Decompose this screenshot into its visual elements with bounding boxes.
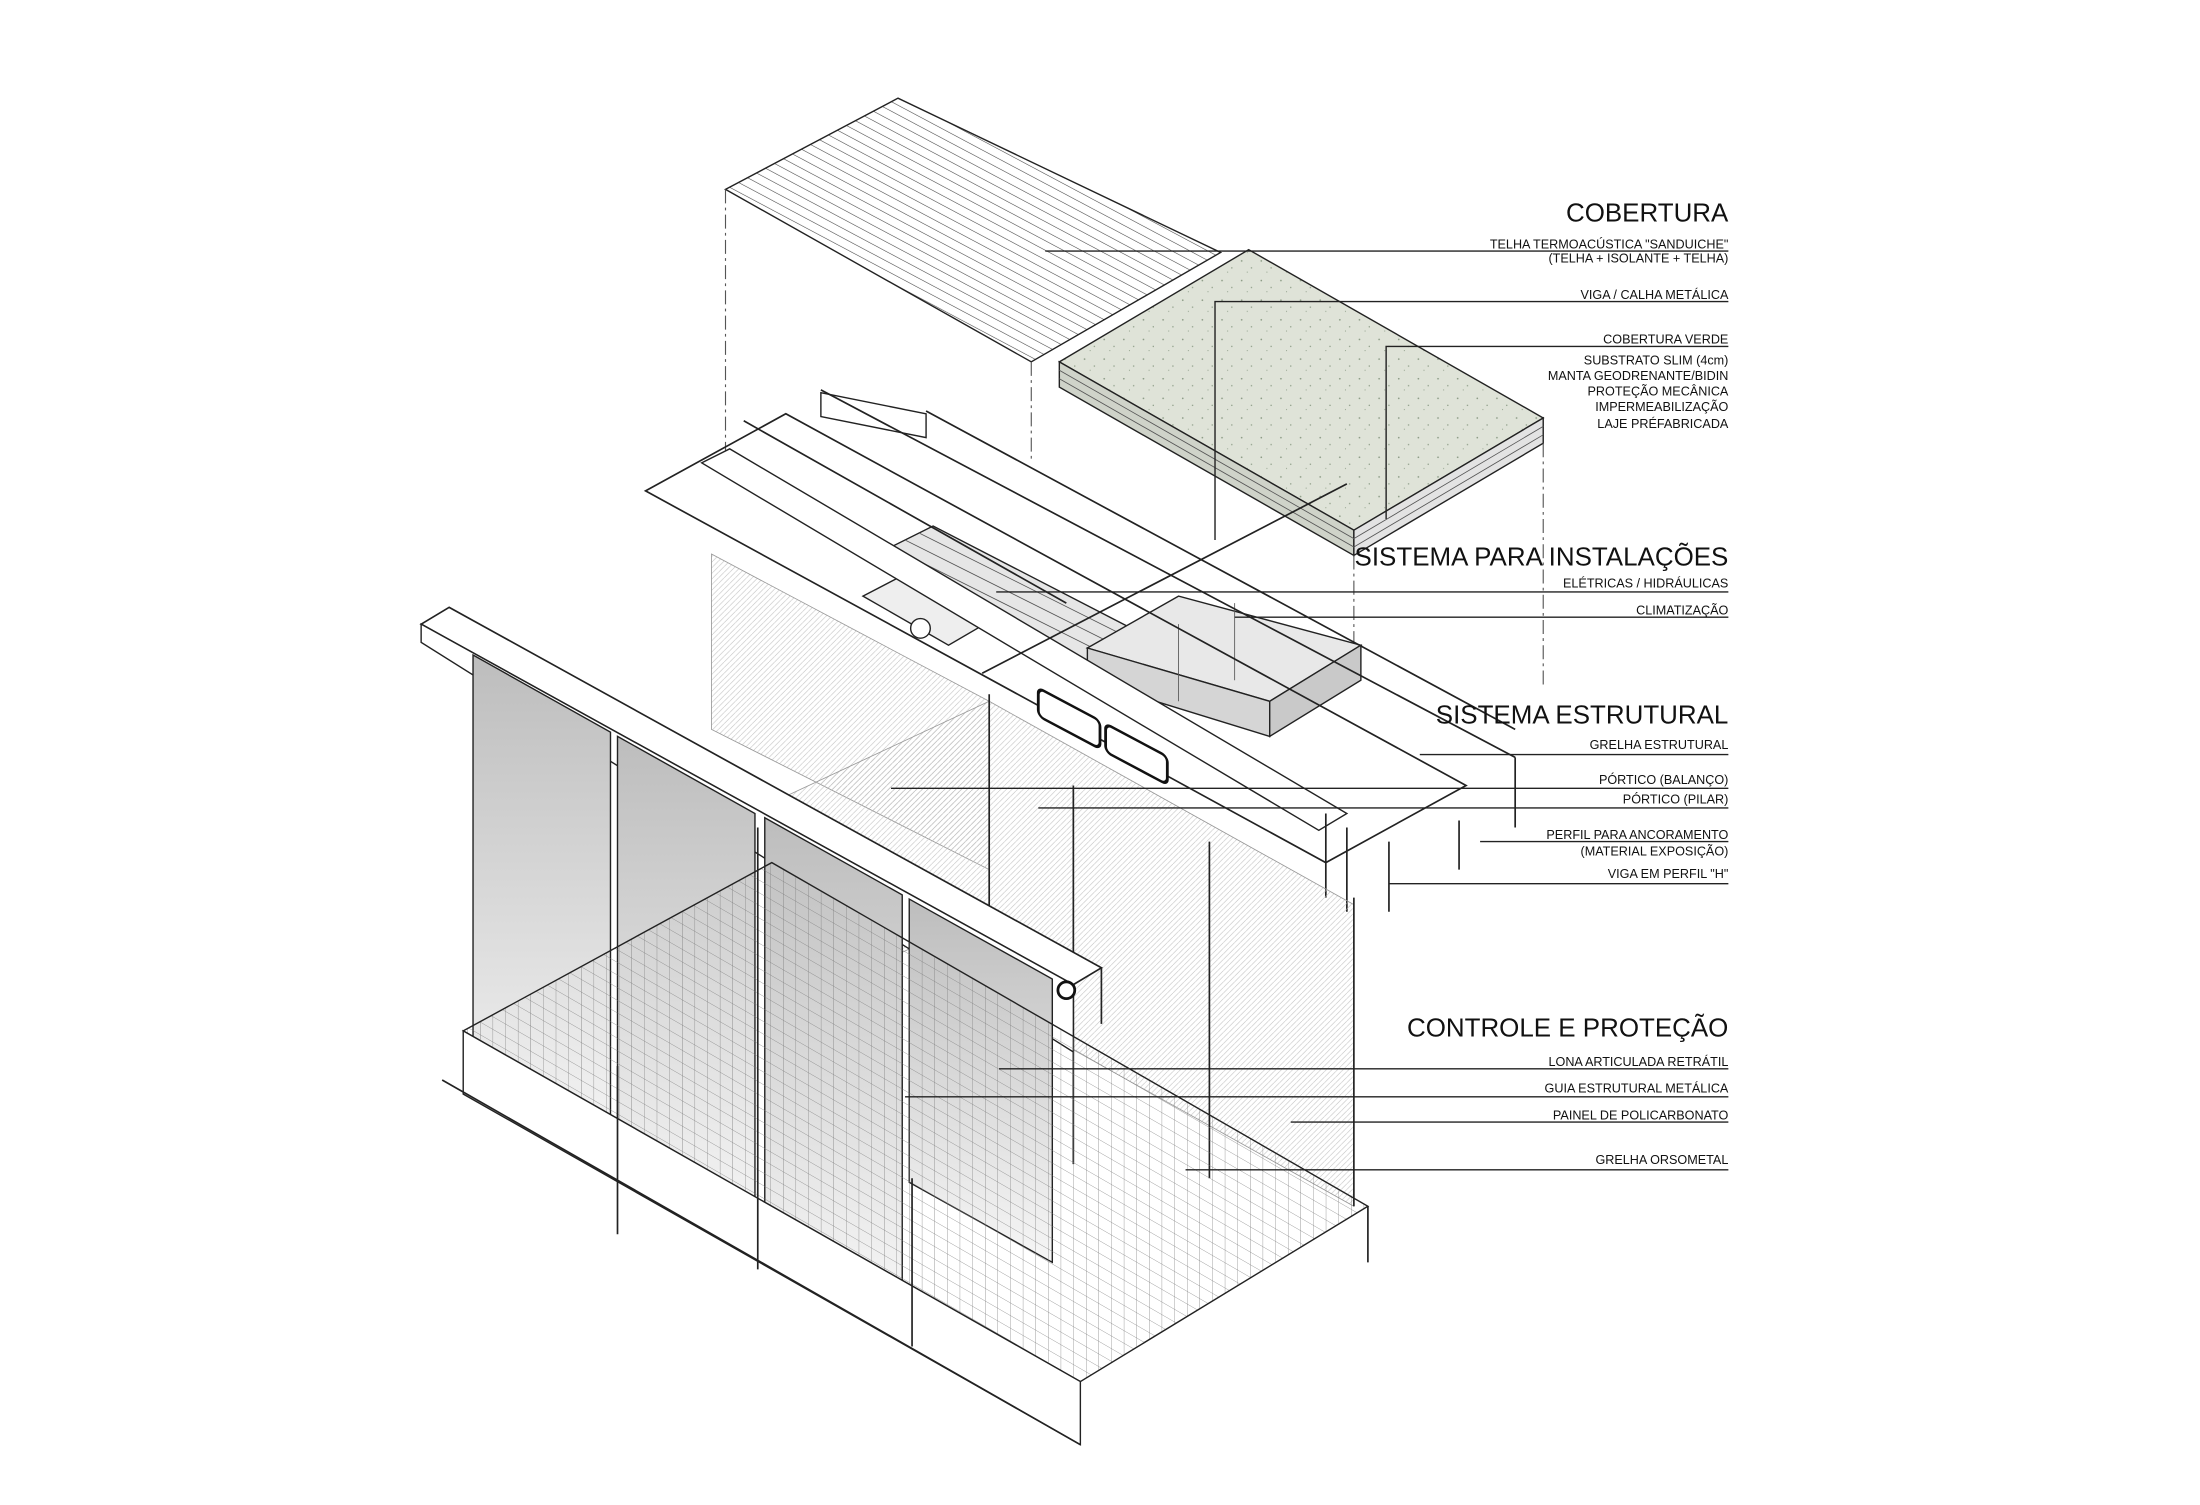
pipes-and-ducts bbox=[861, 525, 1152, 672]
label: CLIMATIZAÇÃO bbox=[1636, 603, 1728, 617]
label: GUIA ESTRUTURAL METÁLICA bbox=[1545, 1081, 1729, 1096]
label: SUBSTRATO SLIM (4cm) bbox=[1584, 354, 1729, 368]
legend-estrutural: SISTEMA ESTRUTURAL GRELHA ESTRUTURAL PÓR… bbox=[1436, 702, 1729, 881]
label: PROTEÇÃO MECÂNICA bbox=[1588, 384, 1729, 399]
heading-estrutural: SISTEMA ESTRUTURAL bbox=[1436, 702, 1729, 730]
label: LONA ARTICULADA RETRÁTIL bbox=[1549, 1054, 1729, 1069]
label: GRELHA ESTRUTURAL bbox=[1590, 738, 1729, 752]
label: PERFIL PARA ANCORAMENTO bbox=[1546, 828, 1728, 842]
label: VIGA / CALHA METÁLICA bbox=[1581, 287, 1729, 302]
label: LAJE PRÉFABRICADA bbox=[1597, 416, 1729, 431]
label: PÓRTICO (BALANÇO) bbox=[1599, 772, 1728, 787]
label: COBERTURA VERDE bbox=[1603, 333, 1728, 347]
hvac-units bbox=[1085, 595, 1363, 738]
label: ELÉTRICAS / HIDRÁULICAS bbox=[1563, 576, 1728, 591]
label: IMPERMEABILIZAÇÃO bbox=[1595, 400, 1728, 414]
label: (TELHA + ISOLANTE + TELHA) bbox=[1548, 251, 1728, 265]
label: TELHA TERMOACÚSTICA "SANDUICHE" bbox=[1490, 236, 1729, 251]
label: PAINEL DE POLICARBONATO bbox=[1553, 1108, 1729, 1122]
label: PÓRTICO (PILAR) bbox=[1623, 792, 1729, 807]
corrugated-roof-panel bbox=[724, 97, 1223, 477]
label: (MATERIAL EXPOSIÇÃO) bbox=[1581, 845, 1729, 859]
leader-lines bbox=[891, 250, 1729, 1171]
structural-grid bbox=[643, 389, 1517, 912]
label: VIGA EM PERFIL "H" bbox=[1608, 867, 1729, 881]
heading-controle: CONTROLE E PROTEÇÃO bbox=[1407, 1014, 1728, 1043]
legend-cobertura: COBERTURA TELHA TERMOACÚSTICA "SANDUICHE… bbox=[1490, 200, 1729, 431]
heading-cobertura: COBERTURA bbox=[1566, 200, 1729, 228]
label: MANTA GEODRENANTE/BIDIN bbox=[1548, 369, 1729, 383]
legend-instalacoes: SISTEMA PARA INSTALAÇÕES ELÉTRICAS / HID… bbox=[1355, 542, 1729, 617]
legend-controle: CONTROLE E PROTEÇÃO LONA ARTICULADA RETR… bbox=[1407, 1014, 1729, 1168]
green-roof-slab bbox=[1057, 248, 1545, 688]
orsometal-floor-grating bbox=[441, 827, 1370, 1446]
label: GRELHA ORSOMETAL bbox=[1595, 1153, 1728, 1167]
heading-instalacoes: SISTEMA PARA INSTALAÇÕES bbox=[1355, 542, 1729, 571]
